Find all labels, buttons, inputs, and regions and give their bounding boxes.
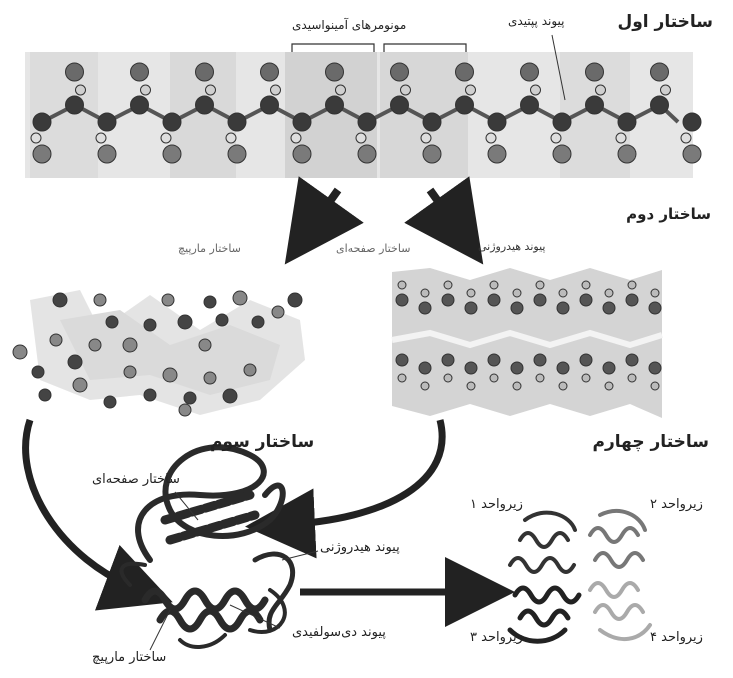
secondary-structure-title: ساختار دوم [626, 205, 711, 223]
subunit-3-label: زیرواحد ۳ [470, 630, 523, 645]
primary-structure-title: ساختار اول [617, 12, 713, 32]
subunit-4-label: زیرواحد ۴ [650, 630, 703, 645]
hydrogen-bond-faint-label: پیوند هیدروژنی [478, 240, 545, 253]
disulfide-bond-label: پیوند دی‌سولفیدی [292, 625, 386, 640]
hydrogen-bond-label: پیوند هیدروژنی [320, 540, 400, 555]
peptide-bond-label: پیوند پپتیدی [508, 14, 565, 28]
sheet-structure-label: ساختار صفحه‌ای [92, 472, 180, 487]
tertiary-structure-title: ساختار سوم [210, 432, 314, 452]
subunit-1-model [510, 513, 575, 572]
quaternary-structure-title: ساختار چهارم [593, 432, 710, 452]
amino-acid-monomers-label: مونومرهای آمینواسیدی [292, 18, 406, 32]
subunit-4-model [590, 583, 650, 639]
helix-structure-faint-label: ساختار مارپیچ [178, 242, 241, 255]
helix-structure-label: ساختار مارپیچ [92, 650, 166, 665]
sheet-structure-faint-label: ساختار صفحه‌ای [336, 242, 410, 255]
subunit-1-label: زیرواحد ۱ [470, 497, 523, 512]
subunit-2-model [590, 511, 645, 567]
subunit-2-label: زیرواحد ۲ [650, 497, 703, 512]
